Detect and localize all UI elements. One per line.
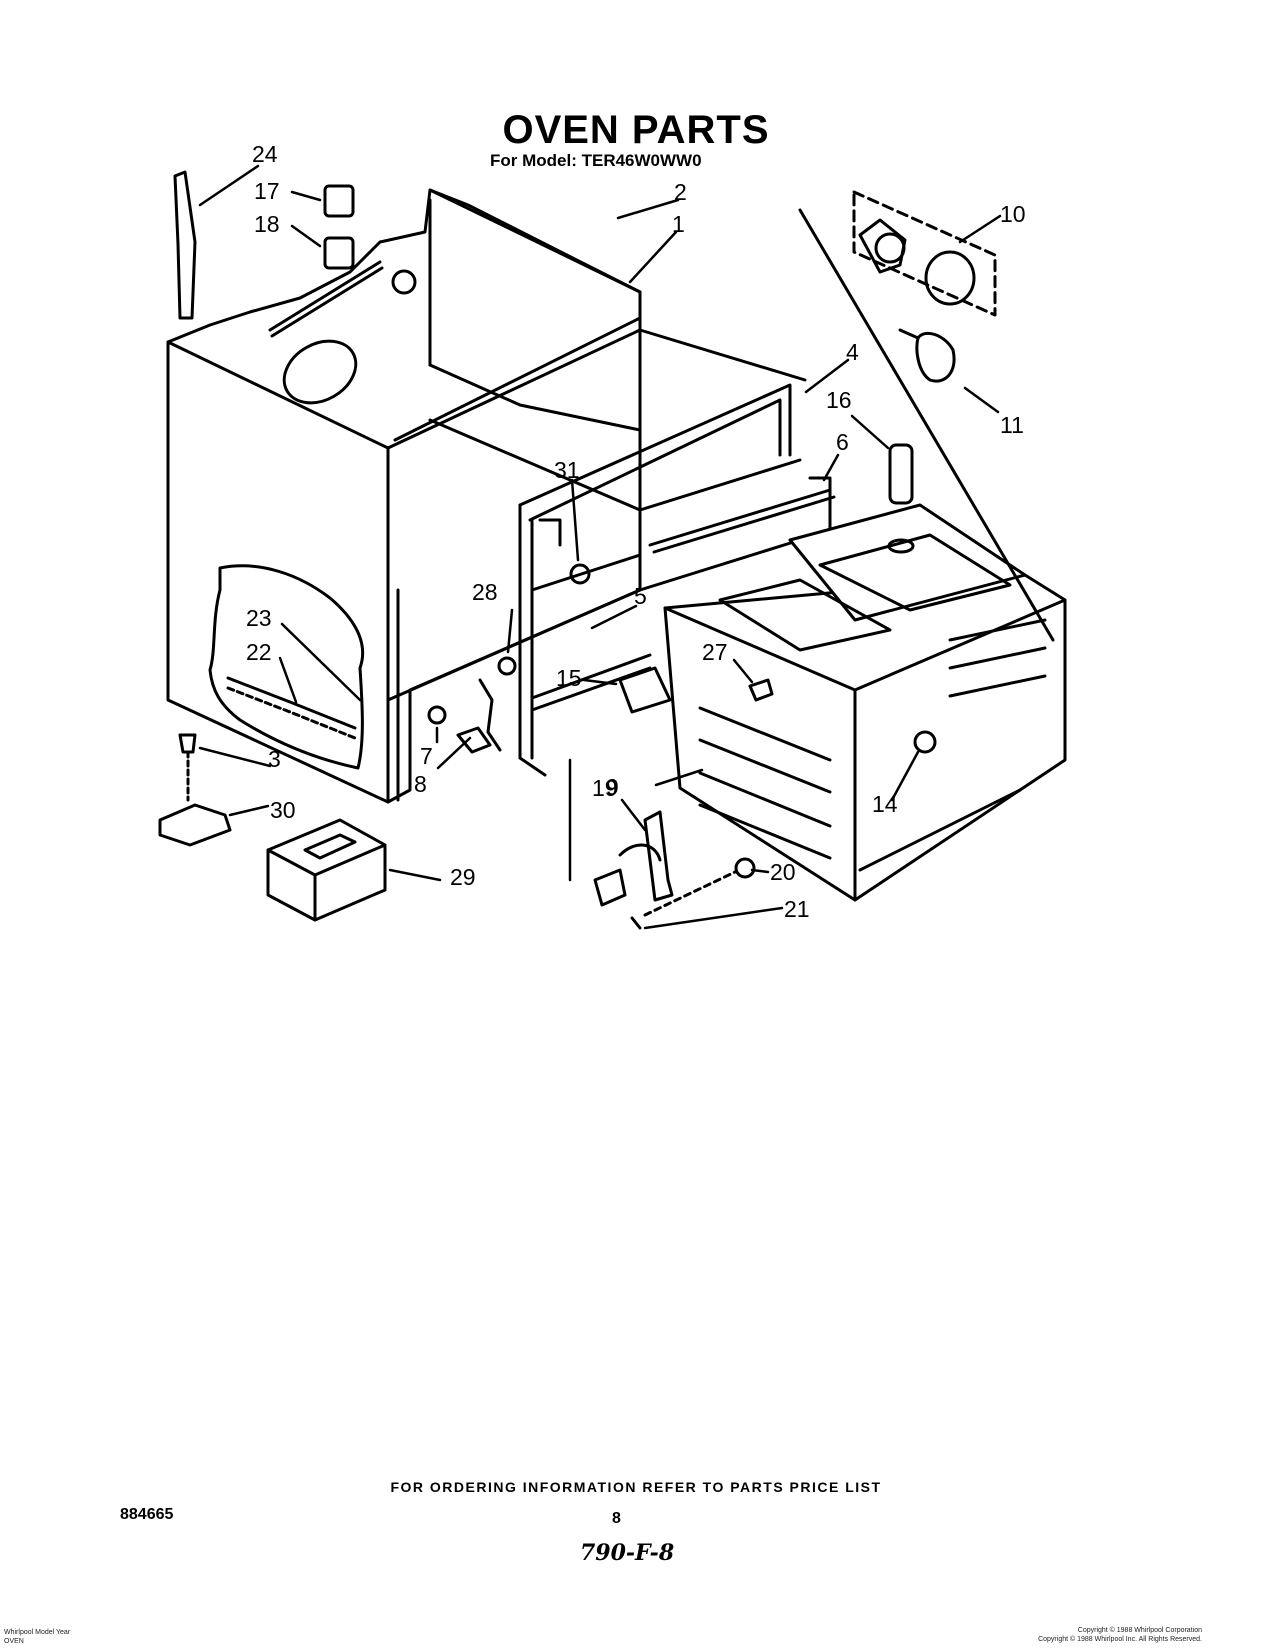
callout-10: 10 <box>1000 201 1026 227</box>
callout-17: 17 <box>254 178 280 204</box>
oven-liner <box>663 503 1067 902</box>
part-16-tube <box>887 443 915 554</box>
callout-22: 22 <box>246 639 272 665</box>
callout-29: 29 <box>450 864 476 890</box>
callout-15: 15 <box>556 665 582 691</box>
callout-5: 5 <box>634 583 647 609</box>
callout-24: 24 <box>252 141 278 167</box>
callout-16: 16 <box>826 387 852 413</box>
callout-3: 3 <box>268 746 281 772</box>
callout-28: 28 <box>472 579 498 605</box>
front-frame <box>518 383 836 777</box>
handwritten-note: 790-F-8 <box>580 1540 675 1566</box>
callout-2: 2 <box>674 179 687 205</box>
callout-23: 23 <box>246 605 272 631</box>
fine-print-left: Whirlpool Model Year OVEN <box>4 1629 71 1645</box>
panel-cutaway <box>208 564 365 770</box>
page-number: 8 <box>612 1510 621 1527</box>
callout-6: 6 <box>836 429 849 455</box>
callout-30: 30 <box>270 797 296 823</box>
callout-11: 11 <box>1000 412 1024 438</box>
callout-18: 18 <box>254 211 280 237</box>
callout-4: 4 <box>846 339 859 365</box>
light-assembly <box>852 190 997 383</box>
ordering-note: FOR ORDERING INFORMATION REFER TO PARTS … <box>390 1479 882 1495</box>
callout-31: 31 <box>554 457 580 483</box>
callout-7: 7 <box>420 743 433 769</box>
callout-9: 9 <box>606 774 619 800</box>
document-number: 884665 <box>120 1506 174 1523</box>
callout-19: 19 <box>592 775 618 801</box>
callout-14: 14 <box>872 791 898 817</box>
callout-20: 20 <box>770 859 796 885</box>
callout-27: 27 <box>702 639 728 665</box>
callout-21: 21 <box>784 896 810 922</box>
fine-print-right: Copyright © 1988 Whirlpool Corporation C… <box>1038 1627 1202 1643</box>
callout-1: 1 <box>672 211 685 237</box>
callout-8: 8 <box>414 771 427 797</box>
model-subtitle: For Model: TER46W0WW0 <box>490 151 702 170</box>
page-title: OVEN PARTS <box>502 108 770 152</box>
